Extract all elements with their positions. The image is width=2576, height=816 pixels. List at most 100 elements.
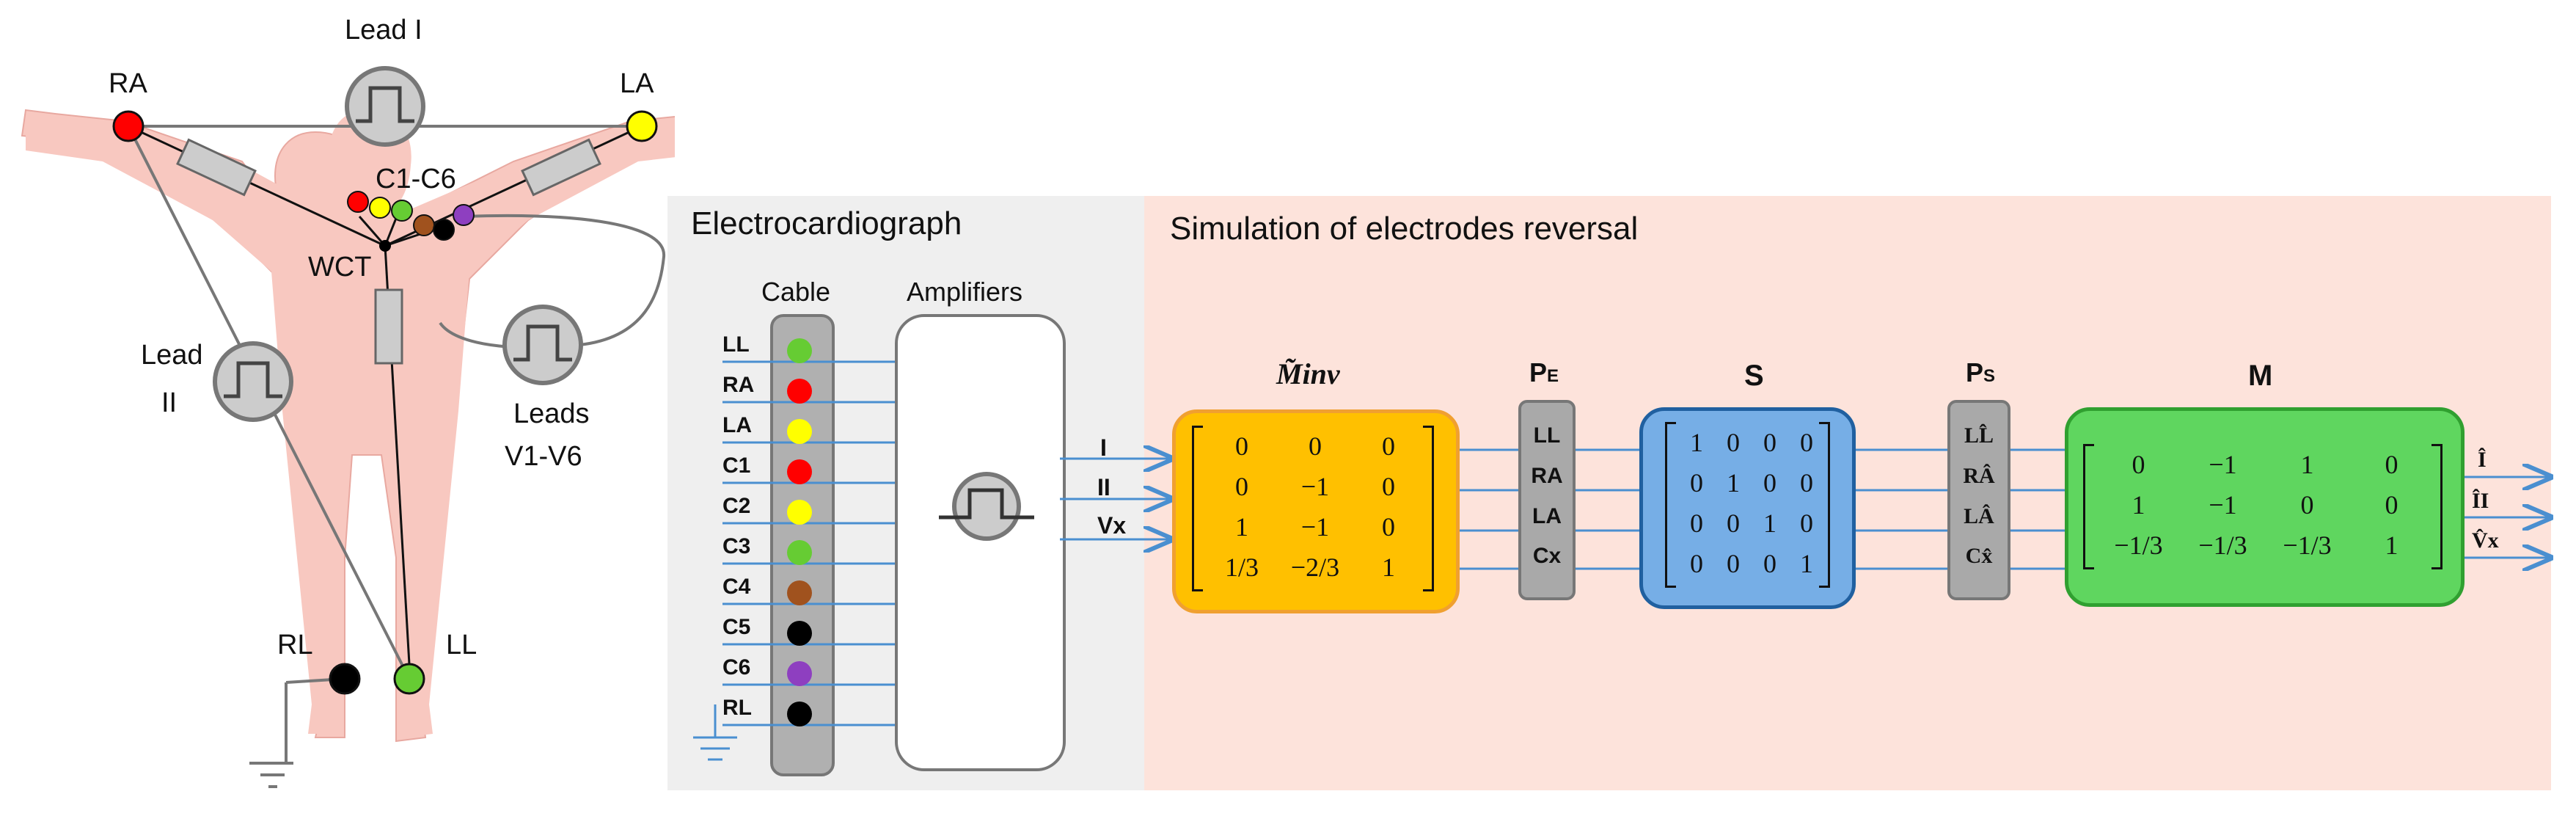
amplifiers-box: [895, 314, 1066, 771]
electrode-rl: [329, 663, 361, 695]
leads-v-label-line2: V1-V6: [505, 441, 582, 472]
matrix-cell: 0: [1235, 471, 1248, 501]
s-box: [1639, 407, 1856, 609]
cable-item-label: RL: [722, 696, 752, 720]
matrix-cell: 0: [1800, 508, 1813, 538]
matrix-cell: 0: [1763, 548, 1777, 578]
matrix-cell: 0: [1382, 431, 1395, 461]
matrix-cell: −1/3: [2283, 530, 2332, 560]
amplifier-glyph: [952, 472, 1021, 541]
ecg-output-ii: II: [1097, 474, 1110, 500]
ground-symbol: [249, 762, 293, 788]
cable-item-label: C1: [722, 453, 751, 478]
pe-item: LL: [1533, 423, 1561, 448]
cable-electrode-dot: [787, 702, 812, 726]
matrix-cell: −1: [2209, 449, 2237, 479]
cable-item-label: C6: [722, 655, 751, 680]
matrix-cell: 0: [1800, 467, 1813, 498]
wct-node: [379, 240, 391, 252]
right-arm: [26, 117, 323, 264]
matrix-cell: 0: [1382, 511, 1395, 542]
lead1-label: Lead I: [345, 15, 422, 45]
cable-item-label: C5: [722, 615, 751, 639]
electrocardiograph-title: Electrocardiograph: [691, 205, 962, 241]
cable-item-label: LA: [722, 413, 752, 437]
matrix-bracket-left: [2083, 444, 2094, 569]
leads-v-label-line1: Leads: [513, 398, 590, 429]
chest-electrodes: [347, 191, 475, 241]
pe-item: RA: [1531, 464, 1563, 488]
body-wiring: [26, 66, 675, 788]
matrix-cell: 0: [1727, 427, 1740, 457]
matrix-cell: 0: [1800, 427, 1813, 457]
m-inv-box: [1172, 409, 1460, 613]
matrix-cell: 0: [2385, 449, 2398, 479]
matrix-cell: −1/3: [2198, 530, 2247, 560]
matrix-cell: 1: [2300, 449, 2314, 479]
pe-label: PE: [1529, 357, 1559, 387]
matrix-cell: 1: [1235, 511, 1248, 542]
rl-label: RL: [277, 630, 313, 660]
chest-label: C1-C6: [376, 164, 456, 194]
cable-item-label: C4: [722, 575, 751, 599]
pe-item: Cx: [1532, 544, 1562, 568]
matrix-cell: 0: [1382, 471, 1395, 501]
s-label: S: [1744, 360, 1764, 392]
ecg-ground: [693, 704, 737, 761]
matrix-bracket-left: [1192, 426, 1203, 591]
electrode-ra: [112, 110, 144, 142]
resistors: [176, 138, 601, 365]
cable-item-label: C2: [722, 494, 751, 518]
ecg-output-vx: Vx: [1097, 512, 1127, 539]
matrix-cell: 1: [1382, 552, 1395, 582]
pe-subscript: E: [1547, 366, 1559, 386]
ps-item: LL̂: [1964, 423, 1994, 448]
cable-electrode-dot: [787, 500, 812, 525]
cable-item-label: LL: [722, 332, 750, 357]
cable-electrode-dot: [787, 661, 812, 686]
matrix-cell: −1: [2209, 489, 2237, 520]
ps-item: RÂ: [1963, 464, 1995, 488]
matrix-cell: 0: [2132, 449, 2145, 479]
electrode-ll: [393, 663, 425, 695]
matrix-cell: 0: [2300, 489, 2314, 520]
matrix-cell: 1: [2385, 530, 2398, 560]
matrix-bracket-right: [2432, 444, 2443, 569]
matrix-cell: 0: [1235, 431, 1248, 461]
amplifier-pulse: [939, 488, 1034, 520]
ra-label: RA: [109, 68, 147, 99]
matrix-cell: 1/3: [1224, 552, 1259, 582]
matrix-cell: 0: [1690, 467, 1703, 498]
sim-output-vx: V̂x: [2472, 528, 2499, 553]
cable-electrode-dot: [787, 459, 812, 484]
matrix-cell: 0: [2385, 489, 2398, 520]
matrix-cell: −1/3: [2114, 530, 2163, 560]
ll-label: LL: [446, 630, 477, 660]
ps-label: PS: [1966, 357, 1996, 387]
matrix-cell: 0: [1690, 508, 1703, 538]
m-box: [2065, 407, 2465, 607]
ps-subscript: S: [1983, 366, 1996, 386]
lead-circles: [213, 66, 583, 422]
matrix-cell: 1: [1727, 467, 1740, 498]
cable-title: Cable: [761, 277, 831, 307]
simulation-title: Simulation of electrodes reversal: [1170, 211, 1639, 247]
m-inv-label: M̃inv: [1276, 357, 1340, 390]
matrix-cell: 1: [1800, 548, 1813, 578]
matrix-cell: 1: [1690, 427, 1703, 457]
pe-box: LL RA LA Cx: [1518, 400, 1576, 600]
matrix-bracket-left: [1665, 422, 1676, 588]
m-matrix: 0 −1 1 0 1 −1 0 0 −1/3 −1/3 −1/3 1: [2083, 444, 2443, 580]
skin-shape: [26, 110, 675, 737]
matrix-bracket-right: [1423, 426, 1434, 591]
matrix-cell: 1: [2132, 489, 2145, 520]
cable-electrode-dot: [787, 621, 812, 646]
m-label: M: [2248, 360, 2273, 392]
pe-item: LA: [1532, 504, 1562, 528]
matrix-cell: 0: [1727, 548, 1740, 578]
cable-electrode-dot: [787, 379, 812, 404]
matrix-cell: 0: [1763, 467, 1777, 498]
